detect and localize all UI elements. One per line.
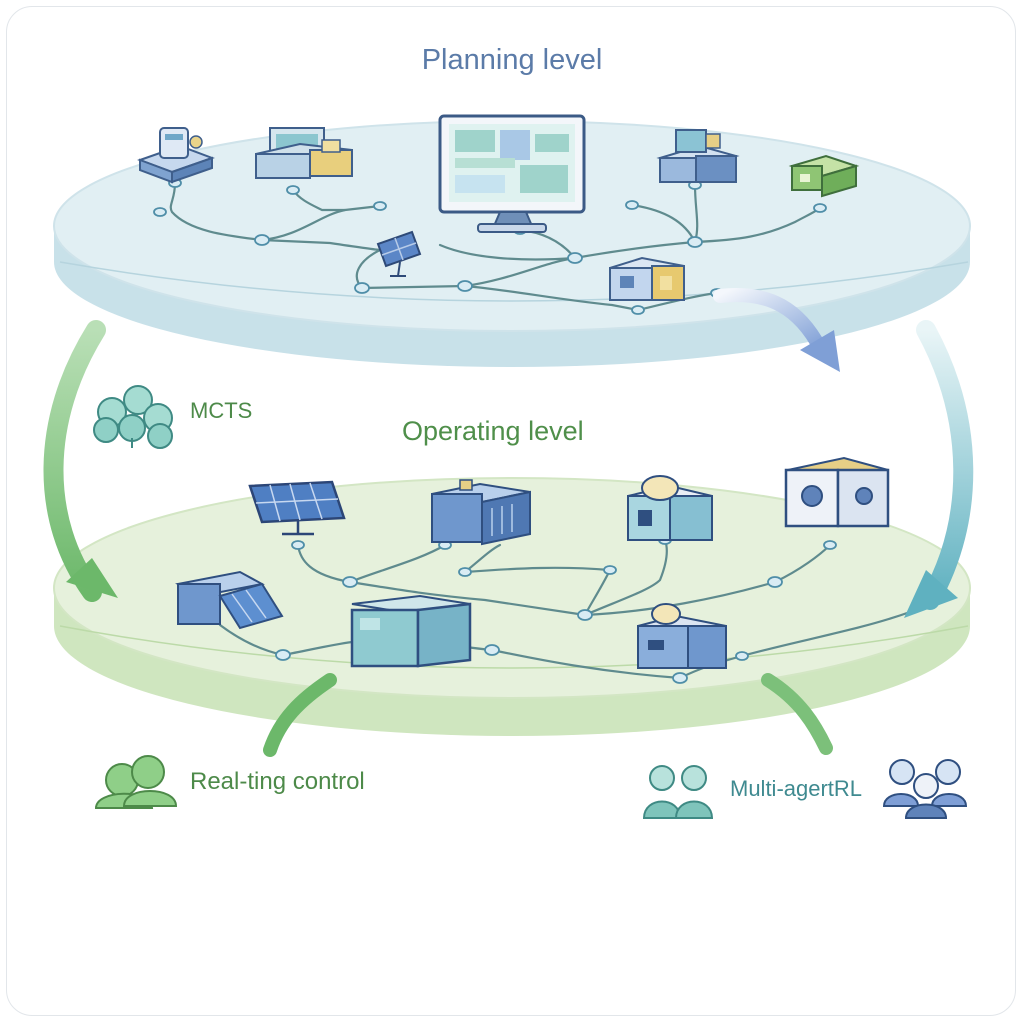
control-unit-icon (637, 603, 727, 669)
battery-module-icon (788, 154, 860, 198)
diagram-frame (6, 6, 1016, 1016)
central-storage-icon (350, 594, 472, 668)
left-cycle-arrow (43, 320, 118, 602)
compute-node-icon (656, 129, 740, 183)
realtime-connector-arc (263, 673, 337, 757)
agents-left-icon (642, 765, 714, 819)
monitor-box-icon (255, 127, 353, 179)
server-stack-icon (137, 127, 215, 184)
inverter-block-icon (784, 456, 890, 528)
multi-agent-rl-label: Multi-agertRL (730, 776, 863, 801)
mcts-label: MCTS (190, 398, 253, 423)
computer-monitor-icon (438, 114, 586, 233)
transformer-cabinet-icon (431, 479, 531, 546)
planning-down-arrow (713, 288, 840, 372)
operating-level-title: Operating level (402, 416, 584, 446)
solar-panel-icon (248, 480, 346, 536)
right-cycle-arrow (904, 320, 974, 618)
battery-rack-icon (175, 570, 284, 630)
realtime-control-label: Real-ting control (190, 768, 365, 795)
tree-cluster-icon (93, 385, 173, 449)
generator-unit-icon (627, 475, 713, 541)
marl-connector-arc (761, 673, 833, 755)
planning-level-title: Planning level (421, 44, 603, 76)
storage-cabinet-icon (609, 256, 685, 301)
small-solar-panel-icon (376, 230, 422, 277)
operating-level-disc (53, 477, 971, 736)
agents-right-icon (882, 759, 968, 819)
control-team-icon (94, 755, 178, 809)
